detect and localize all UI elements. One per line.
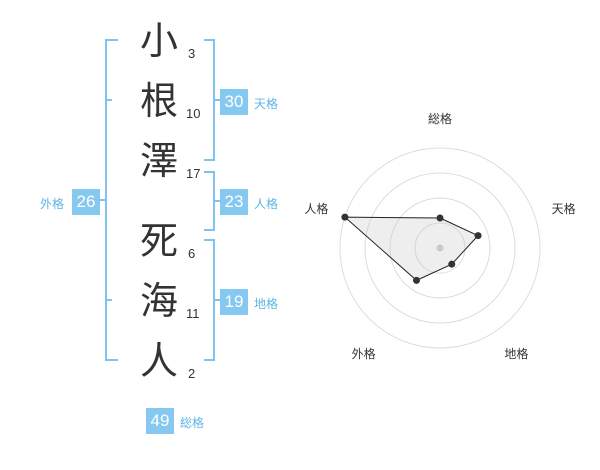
radar-ring-3 xyxy=(364,172,516,324)
radar-point-1 xyxy=(436,214,444,222)
radar-point-4 xyxy=(412,276,420,284)
radar-ring-1 xyxy=(414,222,466,274)
radar-polygon xyxy=(343,216,479,281)
jinkaku-value: 23 xyxy=(220,189,248,215)
name-char-1: 小 xyxy=(139,19,178,63)
tenkaku-value: 30 xyxy=(220,89,248,115)
radar-axis-label-2: 天格 xyxy=(551,201,576,216)
stroke-count-1: 3 xyxy=(188,46,196,61)
tenkaku-label: 天格 xyxy=(254,97,279,111)
stroke-count-3: 17 xyxy=(186,166,201,181)
chikaku-value: 19 xyxy=(220,289,248,315)
name-char-5: 海 xyxy=(139,279,178,323)
radar-point-2 xyxy=(474,232,482,240)
gaikaku-label: 外格 xyxy=(40,197,65,211)
soukaku-value: 49 xyxy=(146,408,174,434)
stroke-count-2: 10 xyxy=(186,106,201,121)
stroke-count-4: 6 xyxy=(188,246,196,261)
radar-center xyxy=(436,244,444,252)
name-char-2: 根 xyxy=(139,79,178,123)
radar-axis-label-3: 地格 xyxy=(504,347,529,362)
radar-ring-2 xyxy=(389,197,491,299)
jinkaku-label: 人格 xyxy=(254,197,279,211)
radar-point-5 xyxy=(341,213,349,221)
name-char-3: 澤 xyxy=(139,139,178,183)
radar-axis-label-5: 人格 xyxy=(304,201,329,216)
chikaku-label: 地格 xyxy=(254,297,279,311)
stroke-count-6: 2 xyxy=(188,366,196,381)
radar-axis-label-4: 外格 xyxy=(351,347,376,362)
radar-point-3 xyxy=(448,260,456,268)
gaikaku-value: 26 xyxy=(72,189,100,215)
name-char-6: 人 xyxy=(139,339,178,383)
soukaku-label: 総格 xyxy=(180,416,205,430)
name-char-4: 死 xyxy=(139,219,178,263)
stroke-count-5: 11 xyxy=(186,306,200,321)
radar-ring-4 xyxy=(339,147,541,349)
radar-axis-label-1: 総格 xyxy=(427,112,452,126)
